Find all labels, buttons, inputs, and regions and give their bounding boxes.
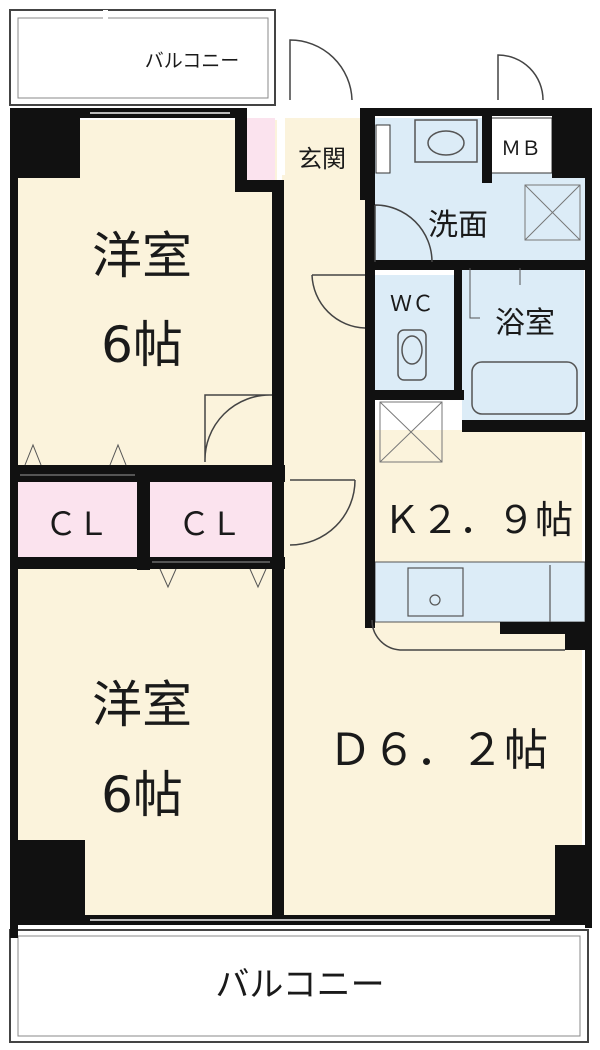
doors [204,39,565,651]
closet-2-floor [150,482,272,557]
balcony-top [9,9,276,106]
bathroom-label: 浴室 [495,306,555,341]
toilet-label: ＷＣ [390,292,434,317]
western-room-2-size: 6帖 [101,766,183,824]
western-room-1-size: 6帖 [101,316,183,374]
closet-2-label: ＣＬ [178,505,242,543]
toilet-icon [397,329,427,381]
closet-1-floor [17,482,137,557]
washbasin-icon [414,119,478,163]
window-lines [90,112,550,921]
western-room-2-name: 洋室 [92,676,192,734]
western-room-1-name: 洋室 [92,227,192,285]
meter-box-label: ＭＢ [501,136,541,160]
bathtub-icon [471,361,578,415]
kitchen-label: Ｋ２．９帖 [383,498,573,542]
closet-door-marks [20,443,270,589]
sink-stove-icon [407,565,551,622]
balcony-bottom [9,929,589,1043]
meter-box-floor [489,117,553,174]
balcony-top-label: バルコニー [145,50,240,72]
bathroom-door-mark [469,268,521,319]
bathroom-floor [462,268,584,423]
balcony-bottom-label: バルコニー [215,965,384,1005]
dining-label: Ｄ６．２帖 [328,725,548,776]
kitchen-counter [374,561,586,623]
entrance-label: 玄関 [298,145,346,173]
washroom-label: 洗面 [428,208,488,243]
fridge-space-icon [379,401,443,463]
washing-machine-icon [524,184,581,241]
entrance-small-box [375,124,391,174]
entrance-floor [285,118,365,178]
toilet-floor [372,275,454,390]
closet-1-label: ＣＬ [45,505,109,543]
dining-floor [282,480,582,916]
entrance-pink-area [245,118,275,190]
